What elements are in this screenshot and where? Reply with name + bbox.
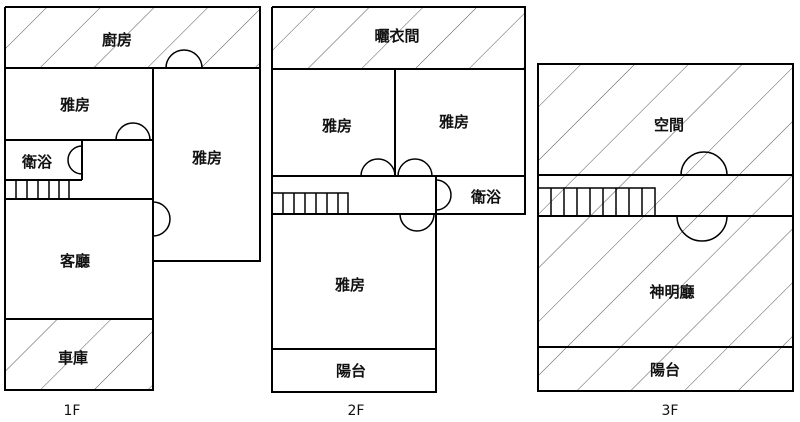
floor-label-3f: 3F	[662, 403, 679, 419]
room-label-bedroom: 雅房	[59, 96, 90, 114]
room-label-shrine-hall: 神明廳	[649, 283, 694, 301]
kitchen-hatch	[5, 7, 260, 68]
room-label-garage: 車庫	[58, 349, 88, 367]
door-arc	[360, 158, 396, 177]
floor-2: 曬衣間 雅房 雅房 衛浴 雅房 陽台 2F	[271, 6, 526, 419]
room-label-bathroom: 衛浴	[470, 188, 502, 206]
door-arc	[152, 201, 171, 237]
garage-hatch	[5, 319, 153, 390]
room-label-bedroom: 雅房	[191, 149, 222, 167]
door-arc	[676, 215, 728, 242]
floor-3-stairs	[537, 187, 656, 217]
door-arc	[435, 179, 452, 211]
floor-3-outline	[537, 63, 794, 392]
room-label-balcony: 陽台	[336, 362, 366, 380]
door-arc	[397, 158, 433, 177]
room-label-bedroom: 雅房	[321, 117, 352, 135]
floor-label-1f: 1F	[64, 403, 81, 419]
room-label-laundry: 曬衣間	[374, 27, 419, 45]
door-arc	[115, 122, 151, 141]
laundry-hatch	[272, 7, 525, 69]
floor-3: 空間 神明廳 陽台 3F	[537, 63, 794, 419]
door-arc	[165, 49, 203, 69]
floor-3-hatch	[538, 64, 793, 391]
floor-1: 廚房 雅房 雅房 衛浴 客廳 車庫 1F	[4, 6, 261, 419]
door-arc	[67, 145, 83, 175]
room-label-kitchen: 廚房	[102, 31, 132, 49]
door-arc	[399, 213, 435, 232]
floor-1-stairs	[4, 179, 70, 200]
floor-2-stairs	[271, 192, 349, 215]
room-label-bedroom: 雅房	[334, 276, 365, 294]
door-arc	[680, 151, 728, 176]
room-label-balcony: 陽台	[650, 361, 680, 379]
room-label-living-room: 客廳	[59, 252, 90, 270]
floor-label-2f: 2F	[348, 403, 365, 419]
room-label-bedroom: 雅房	[438, 113, 469, 131]
room-label-space: 空間	[654, 116, 684, 134]
room-label-bathroom: 衛浴	[21, 153, 53, 171]
